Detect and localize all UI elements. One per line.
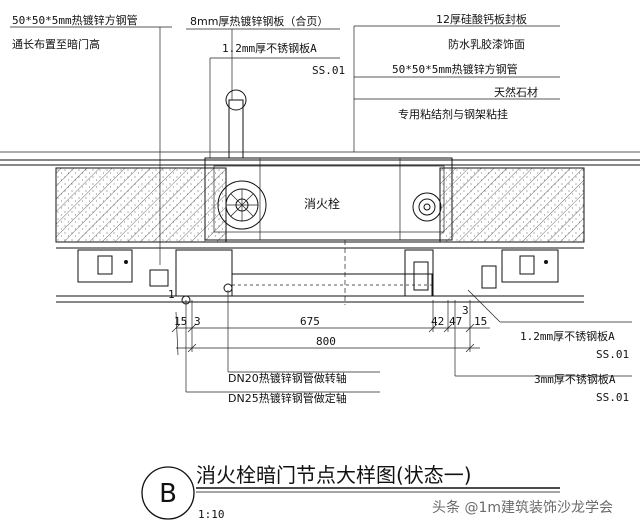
note-right-bottom-4: SS.01	[596, 391, 629, 404]
hydrant-cabinet	[204, 89, 453, 241]
title-block: B 消火栓暗门节点大样图(状态一) 1:10	[141, 463, 560, 521]
note-right-3: 50*50*5mm热镀锌方钢管	[392, 62, 518, 76]
stone-wall-right	[439, 167, 585, 243]
dim-3-bottom: 3	[462, 304, 469, 317]
valve-icon	[412, 192, 442, 222]
note-bottom-2: DN25热镀锌钢管做定轴	[228, 391, 347, 405]
note-left-1: 50*50*5mm热镀锌方钢管	[12, 13, 138, 27]
wall-finish-layer	[0, 151, 640, 166]
drawing-title: 消火栓暗门节点大样图(状态一)	[196, 463, 472, 487]
note-right-bottom-1: 1.2mm厚不锈钢板A	[520, 329, 615, 343]
dim-15-left: 15	[174, 315, 187, 328]
drawing-scale: 1:10	[198, 508, 225, 521]
note-right-bottom-2: SS.01	[596, 348, 629, 361]
dim-800: 800	[316, 335, 336, 348]
note-mid-2: 1.2mm厚不锈钢板A	[222, 41, 317, 55]
hose-reel-icon	[217, 180, 267, 230]
section-badge	[141, 466, 195, 520]
section-badge-letter: B	[159, 479, 177, 509]
dimension-lines	[171, 289, 632, 393]
leader-lines-top	[10, 25, 560, 265]
note-right-5: 专用粘结剂与钢架粘挂	[398, 107, 508, 121]
dim-1: 1	[168, 288, 175, 301]
frame-assembly	[56, 240, 584, 305]
note-right-1: 12厚硅酸钙板封板	[436, 12, 527, 26]
hydrant-label: 消火栓	[304, 196, 340, 211]
note-right-4: 天然石材	[494, 85, 538, 99]
note-bottom-1: DN20热镀锌钢管做转轴	[228, 371, 347, 385]
stone-wall-left	[55, 167, 227, 243]
note-left-2: 通长布置至暗门高	[12, 37, 100, 51]
note-mid-3: SS.01	[312, 64, 345, 77]
dim-15-right: 15	[474, 315, 487, 328]
note-mid-1: 8mm厚热镀锌钢板（合页）	[190, 14, 328, 28]
note-right-bottom-3: 3mm厚不锈钢板A	[534, 372, 616, 386]
dim-47: 47	[449, 315, 462, 328]
watermark: 头条 @1m建筑装饰沙龙学会	[432, 499, 613, 516]
dim-675: 675	[300, 315, 320, 328]
dim-3-left: 3	[194, 315, 201, 328]
note-right-2: 防水乳胶漆饰面	[448, 37, 525, 51]
dim-42: 42	[431, 315, 444, 328]
